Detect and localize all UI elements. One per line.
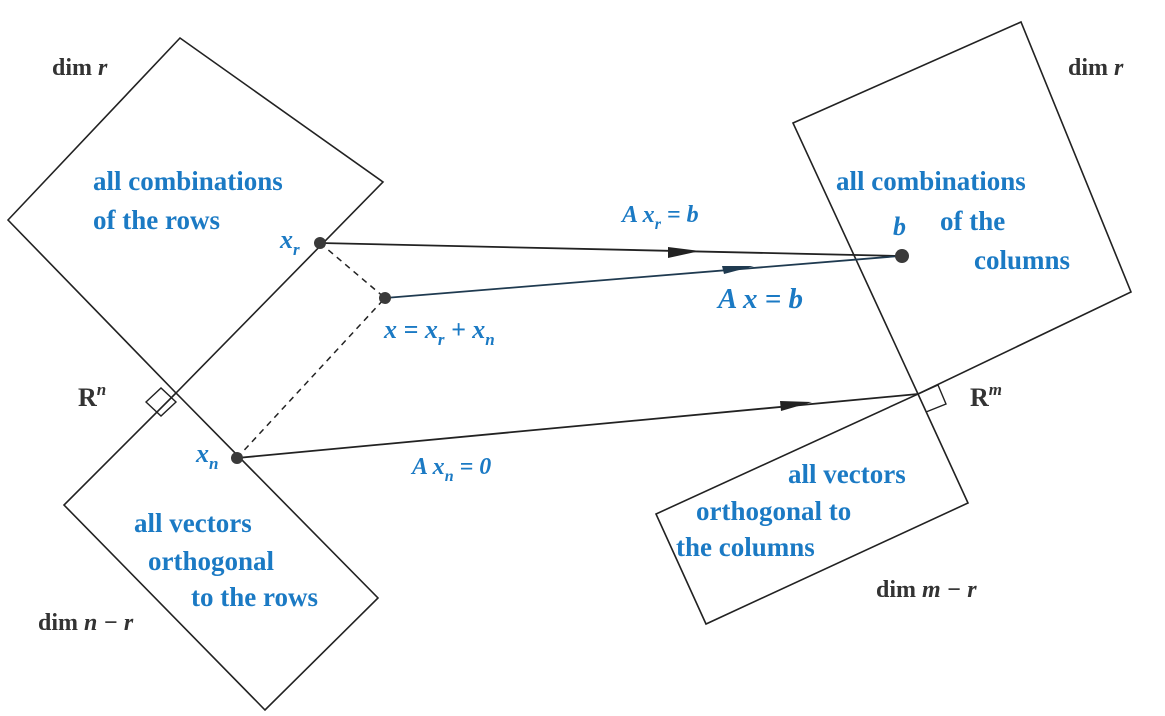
arrow-x-to-b bbox=[384, 255, 901, 299]
eq-axn: A xn = 0 bbox=[410, 454, 491, 485]
null-space-label-2: orthogonal bbox=[148, 546, 275, 576]
row-space-label-2: of the rows bbox=[93, 205, 220, 235]
column-space-label-1: all combinations bbox=[836, 166, 1026, 196]
rn-label: Rn bbox=[78, 380, 106, 412]
point-x bbox=[379, 292, 391, 304]
eq-ax: A x = b bbox=[716, 283, 803, 315]
left-null-space-label-1: all vectors bbox=[788, 459, 906, 489]
row-space-square bbox=[6, 36, 385, 395]
null-space-label-3: to the rows bbox=[191, 582, 318, 612]
right-dim-top: dim r bbox=[1068, 55, 1124, 81]
null-space-label-1: all vectors bbox=[134, 508, 252, 538]
left-null-space-label-2: orthogonal to bbox=[696, 496, 851, 526]
column-space-label-3: columns bbox=[974, 245, 1070, 275]
left-null-space-rectangle bbox=[654, 392, 970, 626]
left-dim-bottom: dim n − r bbox=[38, 610, 134, 636]
right-dim-bottom: dim m − r bbox=[876, 577, 977, 603]
point-xr bbox=[314, 237, 326, 249]
eq-axr: A xr = b bbox=[620, 202, 699, 233]
arrow-xr-to-b bbox=[319, 242, 901, 257]
arrow-xr-to-b-head bbox=[668, 247, 700, 258]
column-space-label-2: of the bbox=[940, 206, 1005, 236]
x-sum-label: x = xr + xn bbox=[383, 315, 495, 349]
row-space-label-1: all combinations bbox=[93, 166, 283, 196]
arrow-xn-to-zero-head bbox=[780, 401, 812, 411]
xn-label: xn bbox=[195, 439, 218, 473]
b-label: b bbox=[893, 212, 906, 241]
xr-label: xr bbox=[279, 225, 300, 259]
left-dim-top: dim r bbox=[52, 55, 108, 81]
null-space-rectangle bbox=[62, 391, 380, 712]
arrow-xn-to-zero bbox=[236, 393, 919, 459]
dashed-xn-to-x bbox=[236, 297, 386, 459]
point-xn bbox=[231, 452, 243, 464]
left-null-space-label-3: the columns bbox=[676, 532, 815, 562]
point-b bbox=[895, 249, 909, 263]
dashed-xr-to-x bbox=[319, 242, 386, 299]
left-right-angle-mark bbox=[144, 387, 178, 417]
column-space-square bbox=[791, 20, 1133, 396]
arrow-x-to-b-head bbox=[722, 266, 754, 274]
right-right-angle-mark bbox=[917, 384, 947, 413]
rm-label: Rm bbox=[970, 380, 1002, 412]
